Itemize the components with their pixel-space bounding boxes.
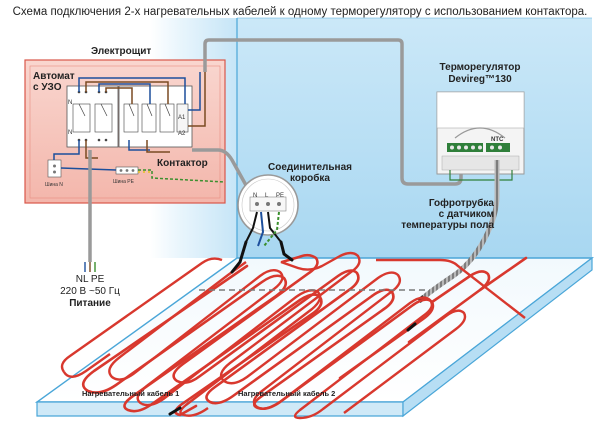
bus-n [47, 159, 62, 178]
power-voltage-label: 220 В ~50 Гц [60, 286, 120, 297]
panel-name: Электрощит [91, 46, 152, 57]
floor-sensor-conduit [422, 160, 500, 299]
diagram-title: Схема подключения 2-х нагревательных каб… [12, 6, 588, 18]
cable-2-label: Нагревательный кабель 2 [238, 389, 336, 398]
thermostat-ntc: NTC [491, 137, 504, 143]
cold-leads [168, 240, 417, 416]
cable-to-thermostat [203, 38, 463, 186]
floor-slab-side [402, 256, 593, 418]
conduit-label-line1: Гофротрубка [428, 198, 494, 209]
junction-term-n: N [253, 193, 258, 199]
terminal-n1: N [68, 100, 73, 106]
bus-pe-label: Шина PE [113, 179, 134, 185]
junction-wiring [245, 211, 282, 247]
cable-1-label: Нагревательный кабель 1 [82, 389, 180, 398]
cable-to-junction [192, 148, 254, 197]
junction-label-line1: Соединительная [268, 162, 352, 173]
terminal-n2: N [68, 130, 73, 136]
junction-term-l: L [265, 193, 269, 199]
rcd-breaker [66, 85, 119, 148]
terminal-a2: A2 [178, 131, 186, 137]
contactor-label: Контактор [157, 158, 208, 169]
conduit-label-line3: температуры пола [401, 220, 494, 231]
junction-term-pe: PE [276, 193, 285, 199]
heating-cable-2 [172, 253, 528, 411]
power-terminals [84, 262, 96, 272]
thermostat-label-line2: Devireg™130 [448, 74, 512, 85]
panel-wiring [53, 72, 226, 183]
breaker-label-line2: с УЗО [33, 82, 62, 93]
breaker-label-line1: Автомат [33, 71, 75, 82]
bus-n-label: Шина N [45, 182, 63, 188]
power-label: Питание [69, 298, 111, 309]
conduit-label-line2: с датчиком [438, 209, 494, 220]
power-terminals-label: NL PE [75, 274, 105, 285]
back-wall [237, 18, 592, 258]
terminal-a1: A1 [178, 115, 186, 121]
junction-label-line2: коробка [290, 173, 330, 184]
thermostat-label-line1: Терморегулятор [439, 62, 521, 73]
